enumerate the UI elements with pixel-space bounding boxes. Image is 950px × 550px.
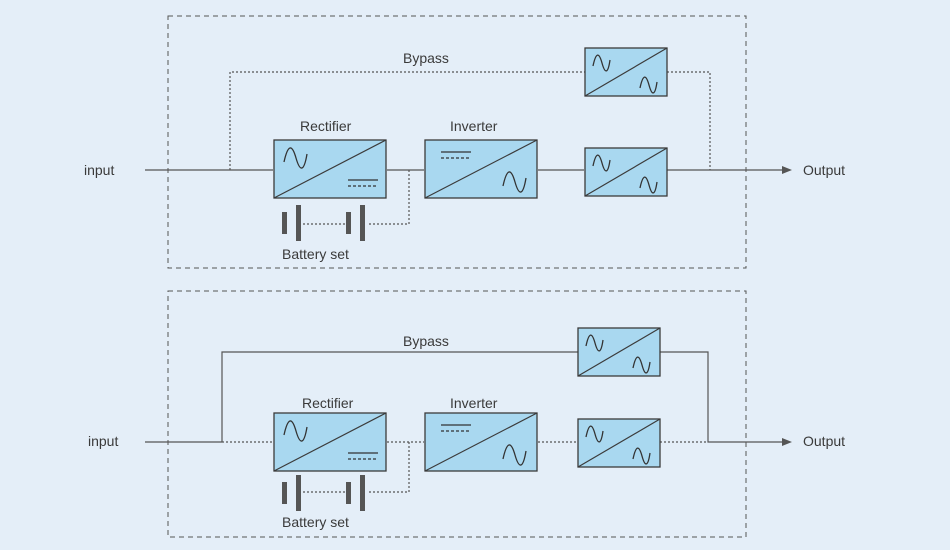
top-input-label: input: [84, 162, 114, 178]
top-battery-link: [368, 170, 410, 225]
bottom-output-arrow: [782, 438, 792, 446]
top-output-label: Output: [803, 162, 845, 178]
top-rectifier-box: [273, 139, 387, 199]
bottom-frame: [167, 290, 747, 538]
top-frame: [167, 15, 747, 269]
bottom-rectifier-box: [273, 412, 387, 472]
top-inverter-box: [424, 139, 538, 199]
bottom-diagram: input Output Bypass Rectifier Inverter B…: [88, 290, 845, 538]
bottom-battery-icon: [282, 475, 365, 511]
top-battery-label: Battery set: [282, 246, 349, 262]
bottom-battery-label: Battery set: [282, 514, 349, 530]
top-bypass-switch-box: [584, 47, 668, 97]
bottom-bypass-line-left: [221, 351, 578, 442]
top-bypass-line-right: [667, 71, 711, 170]
top-static-switch-box: [584, 147, 668, 197]
top-battery-icon: [282, 205, 365, 241]
bottom-rectifier-label: Rectifier: [302, 395, 354, 411]
top-diagram: input Output Bypass Rectifier Inverter B…: [84, 15, 845, 269]
bottom-bypass-line-right: [660, 351, 784, 443]
bottom-inverter-box: [424, 412, 538, 472]
bottom-battery-link: [368, 442, 410, 493]
top-rectifier-label: Rectifier: [300, 118, 352, 134]
top-bypass-line-left: [229, 71, 585, 170]
top-bypass-label: Bypass: [403, 50, 449, 66]
bottom-output-label: Output: [803, 433, 845, 449]
bottom-inverter-label: Inverter: [450, 395, 498, 411]
top-inverter-label: Inverter: [450, 118, 498, 134]
bottom-bypass-label: Bypass: [403, 333, 449, 349]
bottom-static-switch-box: [577, 418, 661, 468]
bottom-input-label: input: [88, 433, 118, 449]
top-output-arrow: [782, 166, 792, 174]
bottom-bypass-switch-box: [577, 327, 661, 377]
